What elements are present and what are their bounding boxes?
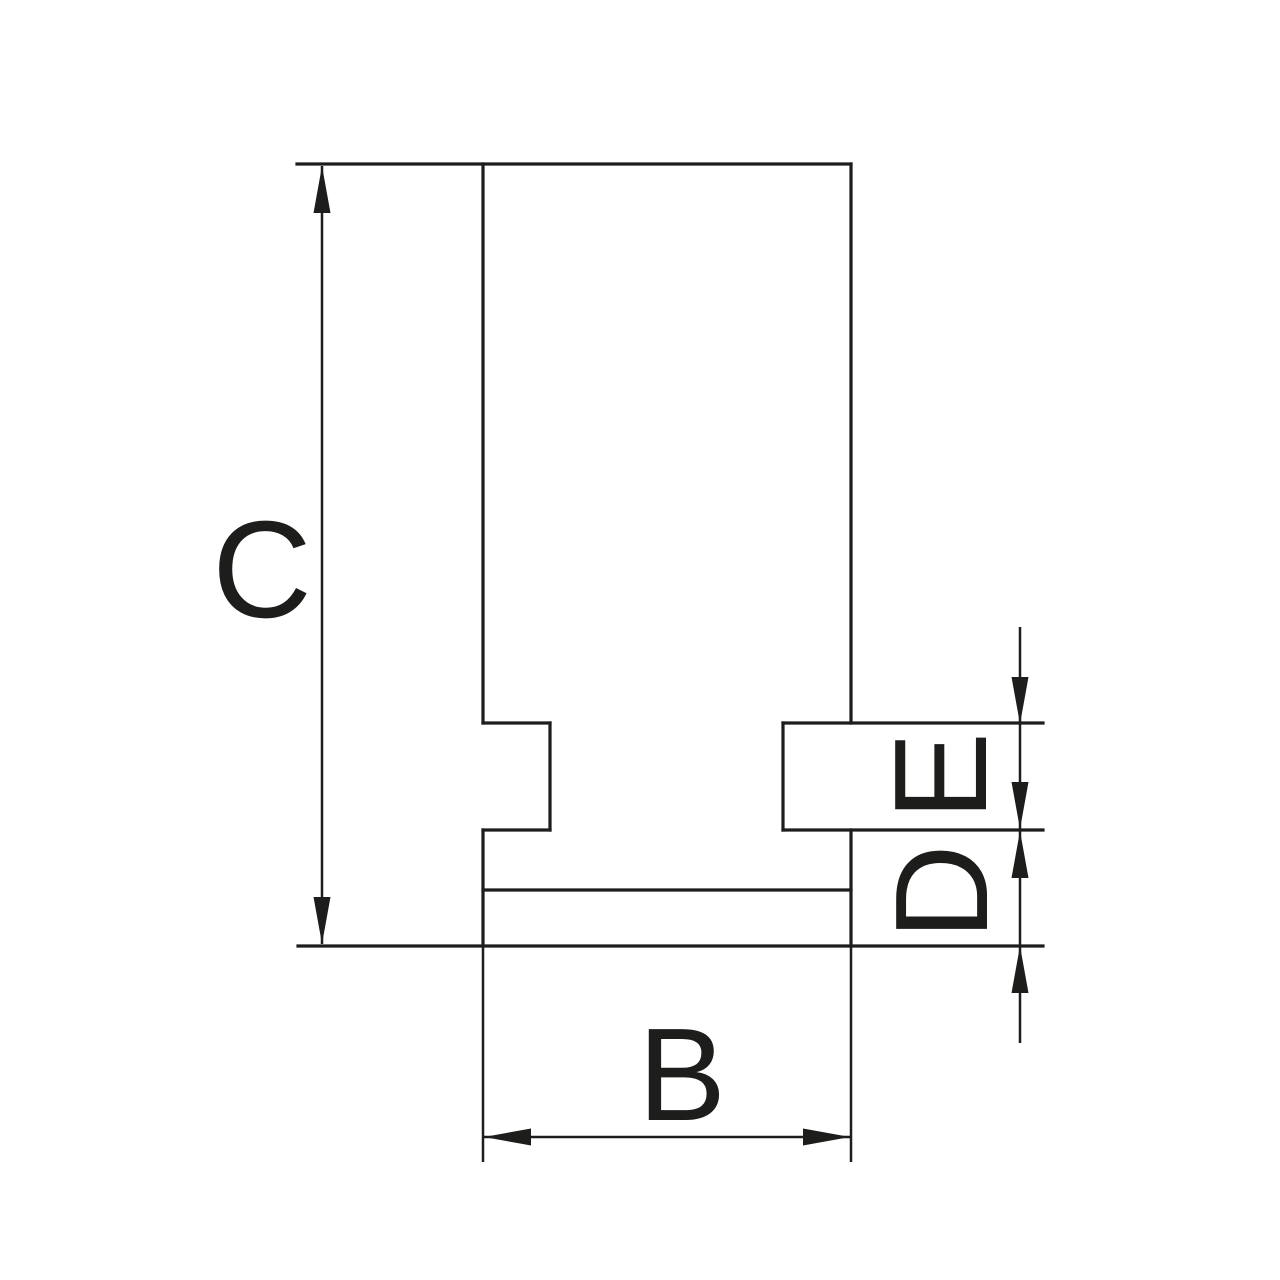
dim-b-arrow-right-icon xyxy=(803,1128,850,1146)
dim-b-arrow-left-icon xyxy=(484,1128,531,1146)
dim-c-arrow-down-icon xyxy=(313,897,331,944)
dim-d-label: D xyxy=(868,844,1015,939)
dim-d-arrow-top-icon xyxy=(1011,831,1029,878)
dim-c-arrow-up-icon xyxy=(313,166,331,213)
dim-c-label: C xyxy=(212,493,312,647)
dim-e-label: E xyxy=(867,732,1014,820)
dim-b-label: B xyxy=(638,1001,726,1148)
dim-e-arrow-top-icon xyxy=(1011,677,1029,724)
dimension-c: C xyxy=(212,166,331,944)
part-outline xyxy=(295,162,1045,948)
dimension-d-e: E D xyxy=(867,627,1029,1043)
dimension-b: B xyxy=(481,946,853,1162)
dim-e-arrow-bottom-icon xyxy=(1011,782,1029,829)
dim-d-arrow-bottom-icon xyxy=(1011,946,1029,993)
